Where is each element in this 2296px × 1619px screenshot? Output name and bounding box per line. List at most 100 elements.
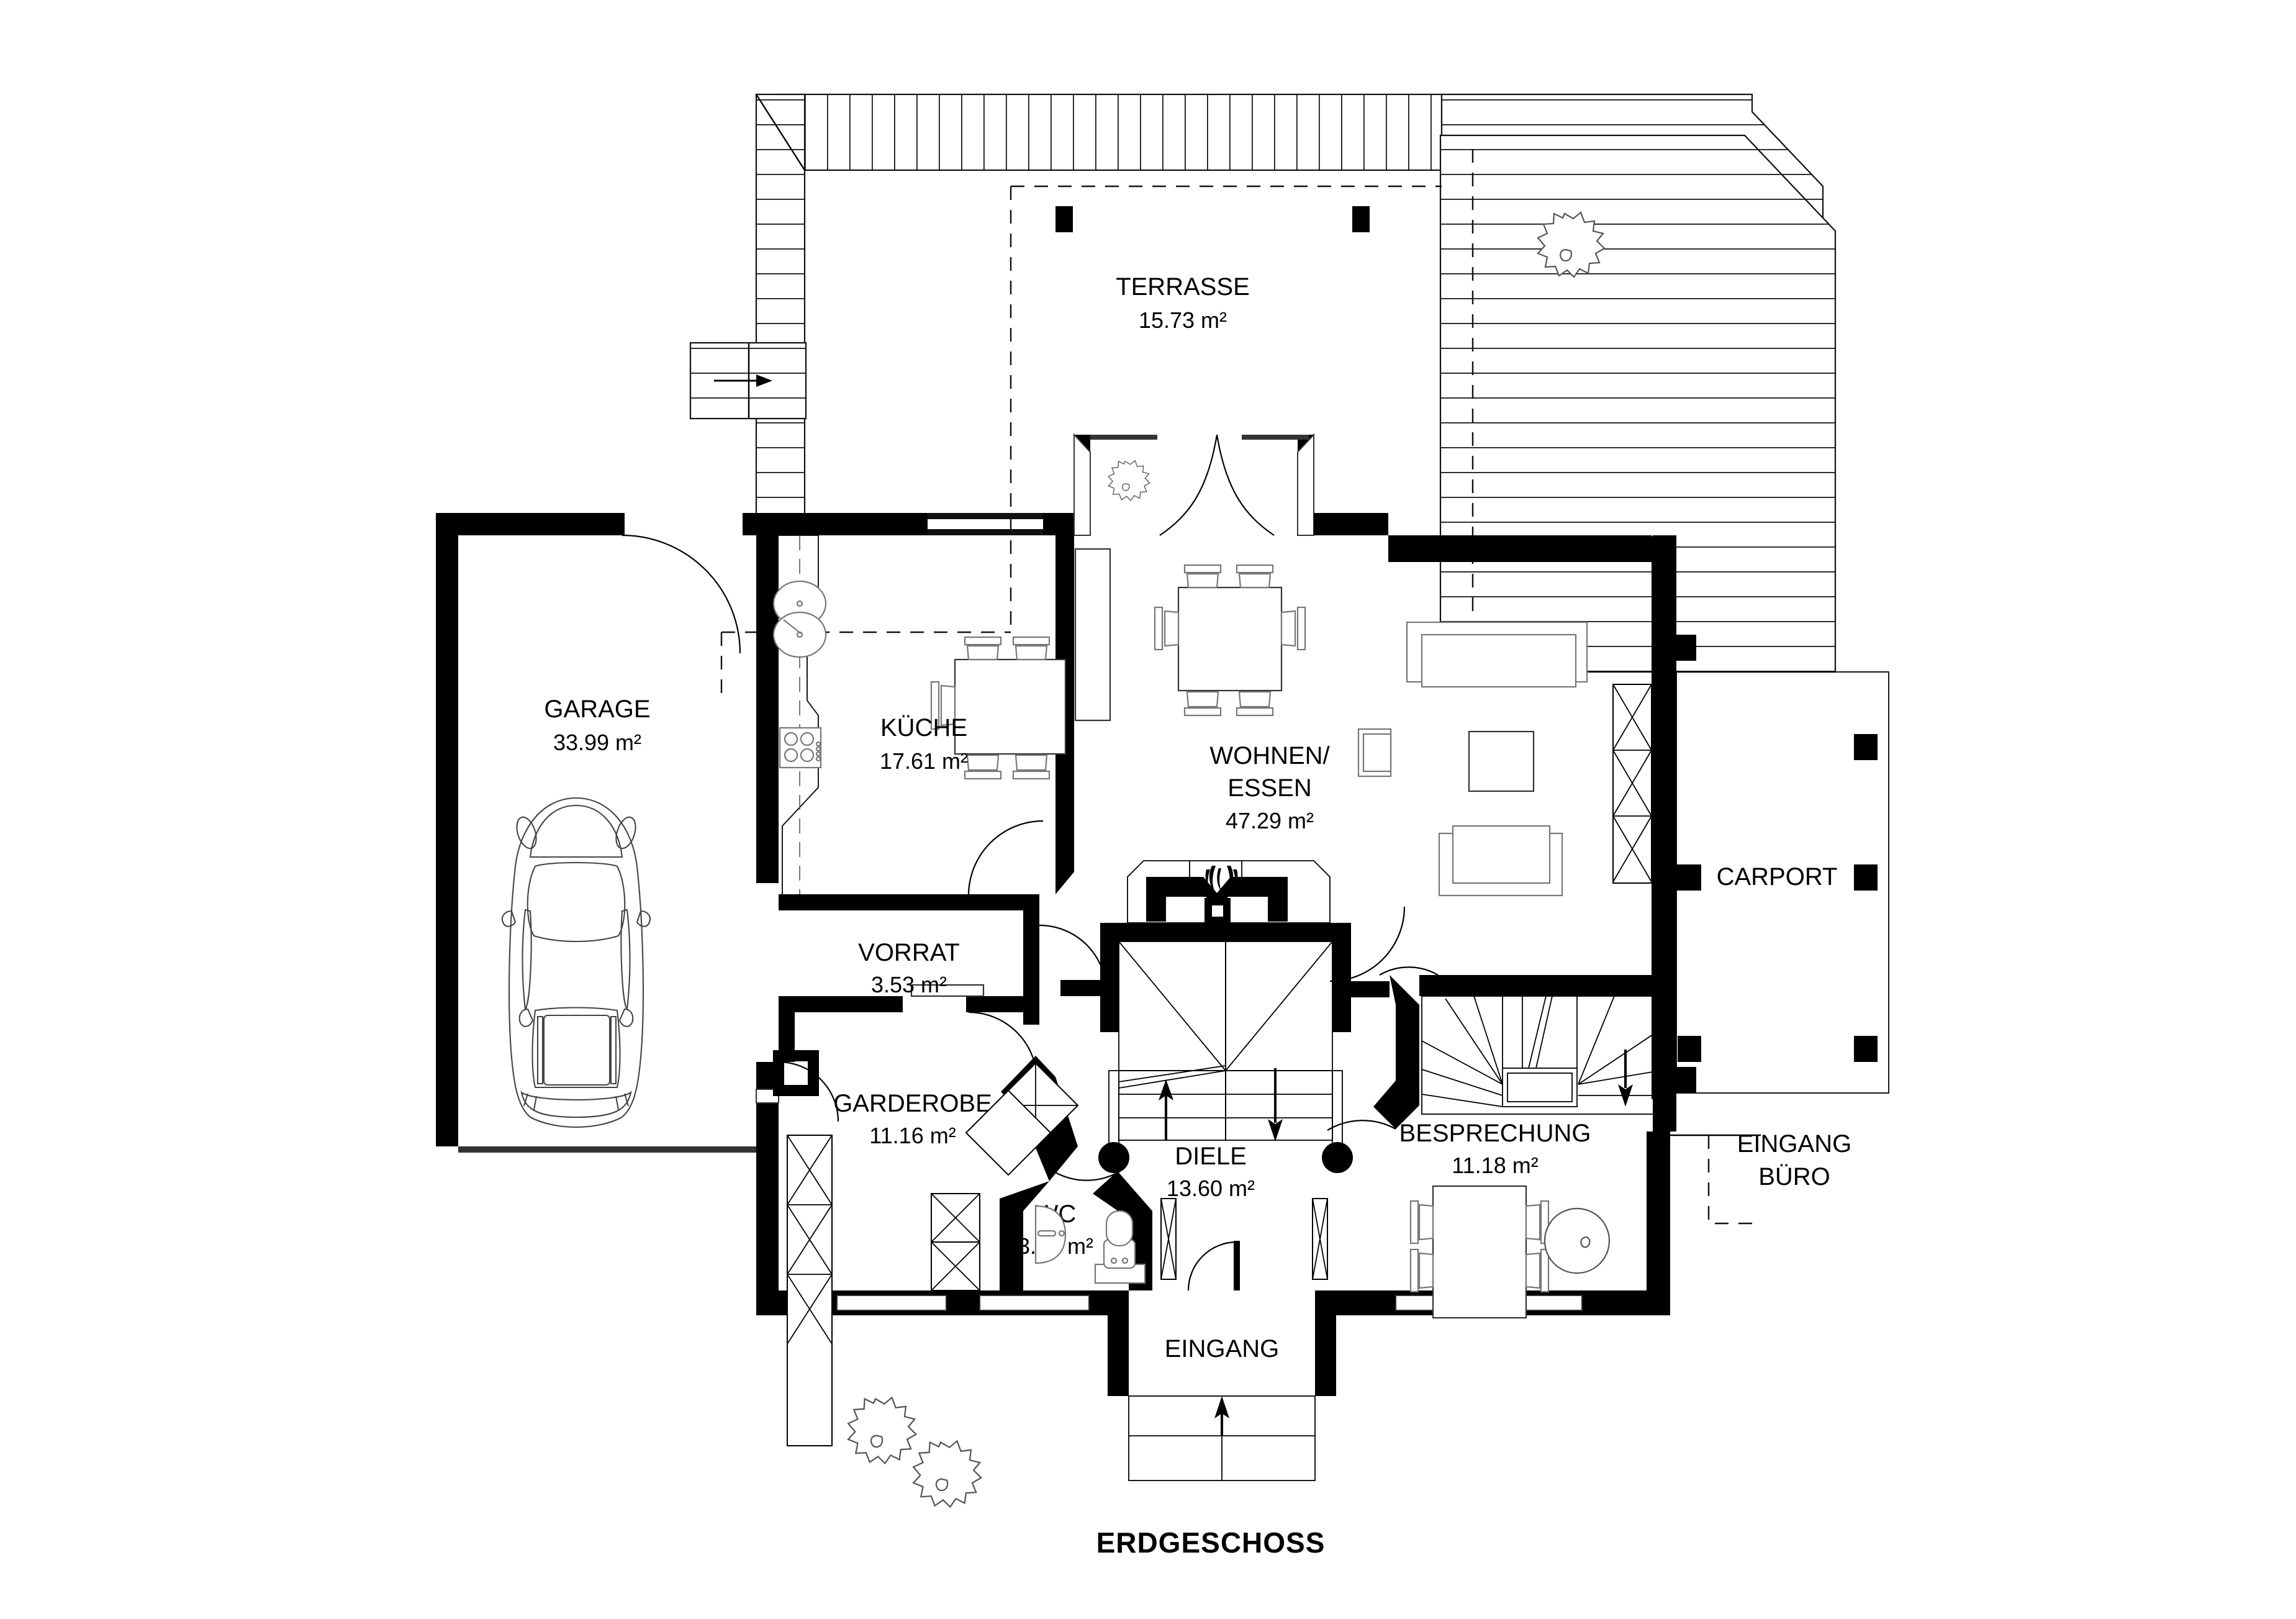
tree-icon-terrace	[1537, 211, 1606, 278]
page-title: ERDGESCHOSS	[1096, 1526, 1326, 1559]
washbasin-icon	[1034, 1205, 1067, 1264]
vorrat-wall-bottom-a	[779, 996, 903, 1012]
kitchen-wall-top-left	[756, 513, 928, 535]
eingang-area: EINGANG	[1128, 1315, 1316, 1481]
room-label-wohnen: WOHNEN/	[1209, 742, 1330, 769]
living-wall-right	[1653, 535, 1676, 1131]
cooktop	[779, 727, 822, 769]
terrace-post-left	[1055, 206, 1073, 232]
eingang-floor	[1129, 1315, 1315, 1396]
terrace-left-decking	[755, 93, 806, 530]
stair-wall-right	[1332, 923, 1351, 1032]
window-bottom-1	[836, 1295, 947, 1311]
terrace-door-frame-r	[1242, 435, 1309, 440]
garage-door-bottom-line	[458, 1146, 756, 1153]
besprechung-door-swing-top	[1379, 966, 1439, 976]
cooktop-burner-1	[784, 732, 798, 746]
kitchen-chairs	[930, 636, 1051, 780]
entrance-arrow	[1214, 1396, 1229, 1436]
garage-wall-top-a	[436, 513, 622, 535]
room-area-diele: 13.60 m²	[1167, 1176, 1255, 1201]
terrace-top-decking	[776, 93, 1443, 171]
newel-post-left	[1098, 1142, 1129, 1173]
diele-glass-right-x2	[1312, 1198, 1328, 1280]
cooktop-knob-1	[815, 741, 821, 747]
armchair-left-seat	[1362, 733, 1392, 773]
cooktop-burner-4	[800, 748, 815, 763]
interior-walls	[773, 535, 1761, 1291]
label-eingang-buero: EINGANG	[1737, 1130, 1851, 1158]
stair-arm-left	[1060, 980, 1101, 996]
wc-room: WC 3.53 m²	[1018, 1200, 1146, 1284]
garage-wall-bottomleft	[436, 1124, 458, 1146]
besprechung-door-swing	[1327, 1120, 1396, 1131]
cooktop-knob-4	[815, 756, 821, 762]
carport-area: CARPORT	[1676, 671, 1889, 1094]
diele-glass-left-x2	[1160, 1198, 1177, 1280]
cooktop-knob-3	[815, 751, 821, 757]
carport-post-w-bot	[1678, 1036, 1701, 1062]
exterior-walls	[436, 433, 1696, 1396]
window-marker-r3	[1676, 1067, 1696, 1093]
plant-icon-besprechung	[1543, 1207, 1611, 1274]
terrace-corner-miter	[755, 94, 806, 171]
diele-room: DIELE 13.60 m²	[1167, 1143, 1255, 1201]
wardrobe-angled	[965, 1062, 1079, 1176]
kitchen-window-top	[928, 513, 1074, 519]
tree-icons	[847, 211, 1606, 1508]
tree-icon-garden-b	[912, 1440, 983, 1508]
room-label-essen: ESSEN	[1227, 774, 1312, 802]
vorrat-shelf	[910, 984, 985, 997]
kitchen-counter-outline	[779, 535, 819, 894]
room-label-kueche: KÜCHE	[880, 714, 967, 741]
garderobe-room: GARDEROBE 11.16 m²	[787, 1062, 1079, 1446]
fireplace-and-stairs	[1060, 860, 1390, 1173]
buero-entry-dashed	[1707, 1135, 1761, 1225]
conference-chairs	[1409, 1200, 1550, 1293]
dining-table	[1177, 586, 1283, 692]
living-glazing-panel	[1612, 684, 1652, 884]
diele-entrance-door-swing	[1187, 1241, 1237, 1291]
kitchen-wall-top-right	[1043, 513, 1074, 535]
besprechung-stair-down-arrow	[1618, 1050, 1633, 1107]
living-dining-room: WOHNEN/ ESSEN 47.29 m²	[1154, 564, 1652, 982]
room-label-besprechung: BESPRECHUNG	[1399, 1120, 1591, 1147]
stair-down-arrow	[1268, 1068, 1283, 1141]
terrace-door-frame-l	[1090, 435, 1157, 440]
right-roof-decking	[1439, 134, 1837, 673]
garderobe-door-swing	[778, 1061, 839, 1122]
terrace-door-swing-left	[1159, 434, 1218, 536]
garage-wall-right	[756, 513, 779, 883]
besprechung-room: BESPRECHUNG 11.18 m²	[1399, 995, 1668, 1319]
kitchen-window-top2	[928, 529, 1074, 535]
window-marker-r1	[1676, 635, 1696, 661]
door-box-a	[1073, 433, 1091, 536]
garage-door-swing	[621, 534, 741, 654]
room-area-kueche: 17.61 m²	[880, 748, 968, 774]
room-area-garderobe: 11.16 m²	[869, 1123, 956, 1148]
terrace-door-swing-right	[1216, 434, 1275, 536]
sofa-bottom-seat	[1452, 825, 1551, 884]
vorrat-wall-top	[779, 894, 1039, 910]
carport-outline	[1676, 671, 1889, 1094]
label-eingang-buero-2: BÜRO	[1758, 1163, 1830, 1190]
room-area-besprechung: 11.18 m²	[1452, 1153, 1538, 1178]
wall-wc-left	[1000, 1181, 1049, 1290]
conference-table	[1432, 1185, 1527, 1319]
wall-wc-right	[1093, 1171, 1152, 1290]
room-area-terrasse: 15.73 m²	[1139, 307, 1227, 333]
sink-drain-a	[796, 600, 803, 607]
sofa-top-seat	[1421, 633, 1577, 688]
kitchen-door-swing	[967, 820, 1044, 896]
garage-door-jamb-b	[743, 513, 759, 535]
wardrobe-right	[931, 1193, 980, 1291]
newel-post-right	[1322, 1142, 1353, 1173]
terrace-step-arrow	[714, 374, 772, 387]
carport-post-e-top	[1854, 734, 1878, 760]
room-area-vorrat: 3.53 m²	[871, 972, 947, 997]
living-wall-top	[1314, 513, 1388, 535]
carport-post-e-mid	[1854, 864, 1878, 891]
garage-door-jamb-a	[622, 513, 625, 535]
